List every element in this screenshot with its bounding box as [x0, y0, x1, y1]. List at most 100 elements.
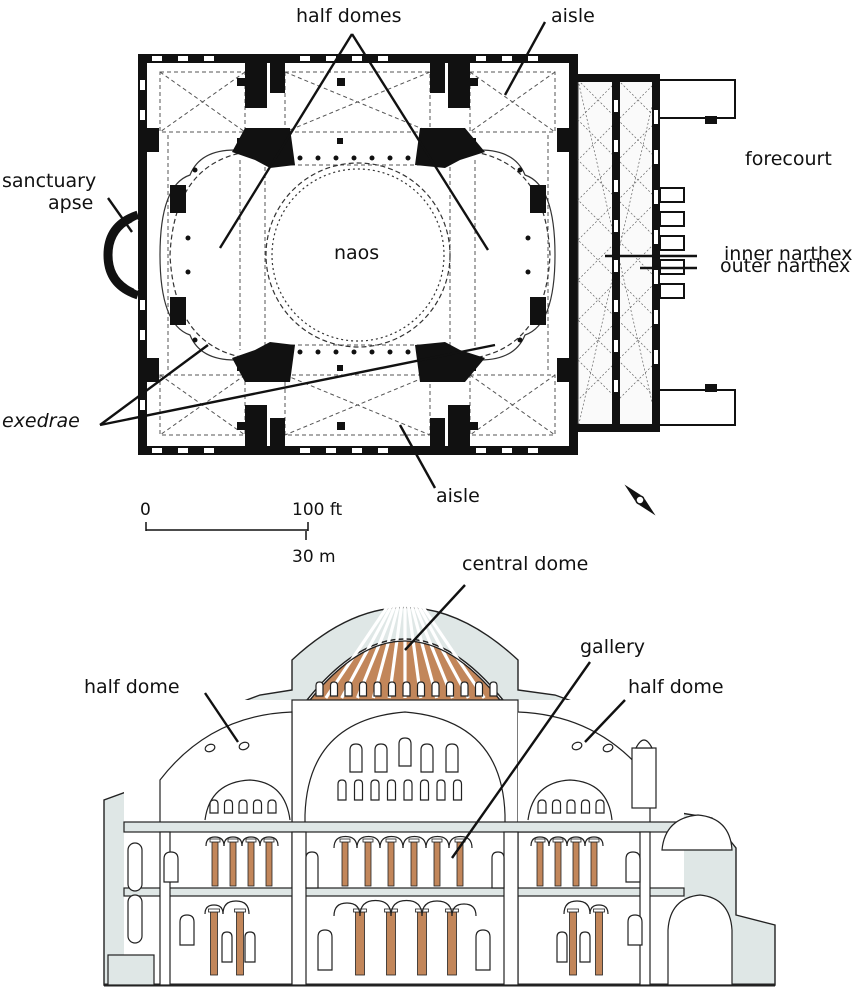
- floor-plan: [99, 21, 736, 540]
- arched-window: [403, 779, 413, 801]
- arched-window: [209, 799, 219, 814]
- column-capital: [534, 838, 546, 843]
- column: [236, 911, 244, 976]
- column-capital: [567, 908, 579, 913]
- label-outer-narthex: outer narthex: [720, 255, 851, 277]
- arched-window: [489, 681, 498, 697]
- arcade-arch: [548, 836, 568, 847]
- arched-window: [163, 851, 179, 883]
- arcade-arch: [425, 835, 450, 849]
- arched-window: [420, 743, 434, 773]
- arcade-arch: [333, 902, 361, 917]
- arcade-arch: [563, 900, 591, 915]
- column: [590, 841, 598, 887]
- arched-window: [537, 799, 547, 814]
- section-leaders: [204, 584, 626, 859]
- arcade-arch: [530, 836, 550, 847]
- column: [386, 911, 396, 976]
- scale-m: 30 m: [292, 547, 336, 567]
- column: [595, 911, 603, 976]
- column-capital: [245, 838, 257, 843]
- section-columns: [208, 838, 605, 976]
- column-capital: [408, 838, 420, 843]
- dome-rib: [404, 589, 423, 699]
- dome-rib: [356, 589, 403, 699]
- arched-window: [344, 681, 353, 697]
- arched-window: [436, 779, 446, 801]
- arcade-arch: [259, 836, 279, 847]
- column: [417, 911, 427, 976]
- column-capital: [385, 838, 397, 843]
- plan-scale-bar: [145, 522, 309, 540]
- arched-window: [627, 914, 643, 946]
- dome-rib: [371, 589, 405, 699]
- column: [265, 841, 273, 887]
- arcade-arch: [584, 836, 604, 847]
- arched-window: [252, 799, 263, 814]
- arched-window: [244, 931, 256, 963]
- label-half-domes: half domes: [296, 5, 402, 27]
- column: [387, 841, 395, 887]
- label-half-dome-left: half dome: [84, 676, 180, 698]
- arched-window: [387, 681, 397, 697]
- arched-window: [329, 681, 339, 697]
- plan-narthexes: [576, 74, 736, 432]
- arcade-arch: [205, 836, 225, 847]
- arched-window: [416, 681, 426, 697]
- arcade-arch: [448, 835, 473, 849]
- label-aisle-top: aisle: [551, 5, 595, 27]
- column-capital: [362, 838, 374, 843]
- arcade-arch: [241, 836, 261, 847]
- arcade-arch: [566, 836, 586, 847]
- dome-rib: [407, 589, 454, 699]
- arched-window: [556, 931, 568, 963]
- arched-window: [358, 681, 368, 697]
- arched-window: [452, 779, 463, 801]
- round-window: [571, 741, 583, 751]
- label-aisle-bottom: aisle: [436, 485, 480, 507]
- arched-window: [491, 851, 505, 889]
- column-capital: [234, 908, 246, 913]
- arched-window: [475, 929, 491, 971]
- arched-window: [370, 779, 380, 801]
- column: [536, 841, 544, 887]
- column-capital: [227, 838, 239, 843]
- arched-window: [221, 931, 233, 963]
- round-window: [204, 743, 216, 753]
- label-forecourt: forecourt: [745, 148, 832, 170]
- arched-window: [374, 743, 388, 773]
- dome-rib: [408, 589, 470, 699]
- arched-window: [419, 779, 430, 801]
- arcade-arch: [402, 835, 427, 849]
- column: [355, 911, 365, 976]
- label-naos: naos: [334, 242, 380, 264]
- arched-window: [445, 743, 459, 773]
- round-window: [238, 741, 250, 751]
- arched-window: [625, 851, 641, 883]
- column: [447, 911, 457, 976]
- column: [247, 841, 255, 887]
- arcade-arch: [222, 900, 250, 915]
- label-exedrae: exedrae: [2, 410, 80, 432]
- arched-window: [238, 799, 248, 814]
- dome-rib: [340, 589, 402, 699]
- arched-window: [353, 779, 364, 801]
- column: [364, 841, 372, 887]
- plan-columns: [185, 78, 531, 430]
- arcade-arch: [379, 835, 404, 849]
- column-capital: [570, 838, 582, 843]
- arcade-arch: [421, 900, 453, 917]
- arched-window: [402, 681, 411, 697]
- plan-piers: [147, 63, 569, 447]
- arched-window: [267, 799, 277, 814]
- arcade-arch: [333, 835, 358, 849]
- arched-window: [579, 931, 591, 963]
- arched-window: [595, 799, 605, 814]
- arcade-arch: [451, 903, 477, 917]
- plan-leaders: [99, 21, 697, 489]
- column-capital: [339, 838, 351, 843]
- arched-window: [551, 799, 562, 814]
- column-capital: [593, 908, 605, 913]
